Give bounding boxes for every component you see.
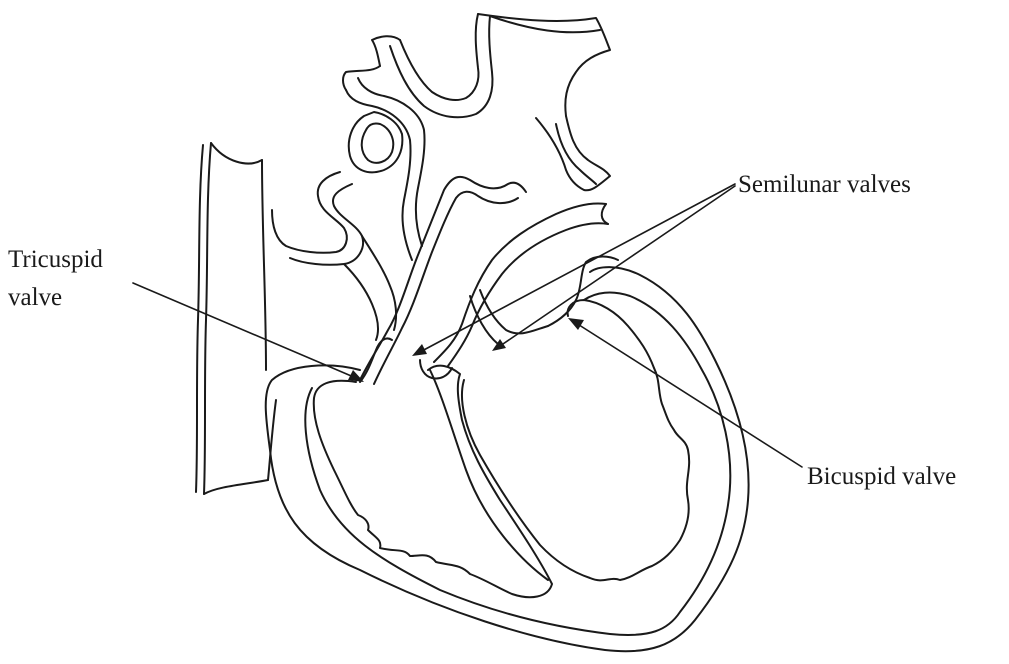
left-vessel-loop-inner xyxy=(362,123,394,162)
tricuspid-flap-upper xyxy=(360,338,392,382)
vena-cava xyxy=(196,143,276,494)
top-vessel-cap-left xyxy=(343,66,380,90)
right-ventricle-wall xyxy=(314,366,552,598)
vena-cava-bottom-edge xyxy=(204,480,268,494)
upper-branch-left xyxy=(346,90,412,260)
aortic-root xyxy=(480,290,548,333)
right-branch-inner xyxy=(556,124,596,184)
vena-cava-top-edge xyxy=(211,143,262,163)
semilunar-label: Semilunar valves xyxy=(738,171,911,198)
vena-cava-outer-wall xyxy=(196,145,203,492)
tricuspid-leader-line xyxy=(133,283,356,378)
semilunar-arrowhead-1 xyxy=(412,344,427,356)
vena-cava-inner-wall xyxy=(204,143,211,494)
semilunar-pointer-2 xyxy=(492,186,735,351)
heart-outer-contour xyxy=(266,267,749,651)
top-vessel-center xyxy=(400,14,479,100)
semilunar-leader-line-2 xyxy=(500,186,735,346)
bicuspid-label: Bicuspid valve xyxy=(807,463,956,490)
left-pulmonary-lower-inner xyxy=(362,236,396,330)
right-branch xyxy=(536,116,610,190)
aorta-arch-inner xyxy=(374,192,518,384)
upper-branch-left-inner xyxy=(358,78,425,246)
aorta-arch-outer xyxy=(360,177,526,380)
tricuspid-label-line2: valve xyxy=(8,284,62,311)
right-ventricle xyxy=(314,366,552,598)
tricuspid-pointer xyxy=(133,283,364,382)
great-vessels xyxy=(272,14,618,384)
tricuspid-flap-lower xyxy=(420,360,452,379)
bicuspid-leader-line xyxy=(576,323,802,467)
bicuspid-arrowhead xyxy=(568,318,584,330)
heart-inner-contour xyxy=(305,293,730,635)
left-pulmonary-lower xyxy=(344,264,378,340)
tricuspid-valve-shape xyxy=(360,338,452,382)
left-pulmonary-vein xyxy=(272,172,347,253)
pulmonary-trunk-end xyxy=(602,204,608,224)
heart-outline xyxy=(266,267,749,651)
tricuspid-label-line1: Tricuspid xyxy=(8,246,103,273)
semilunar-pointer-1 xyxy=(412,184,735,356)
